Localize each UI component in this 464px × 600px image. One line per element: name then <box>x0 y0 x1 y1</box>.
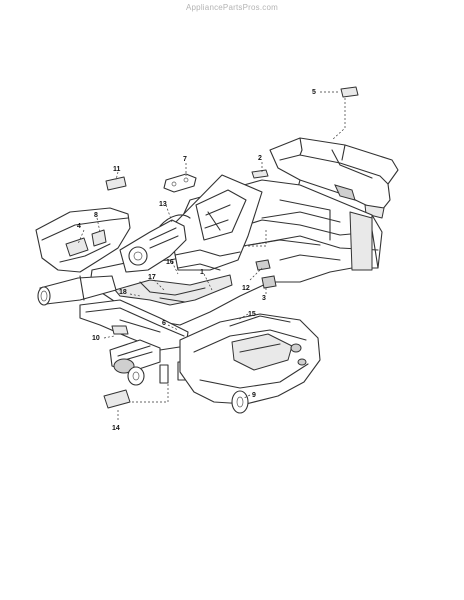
decal-2 <box>251 169 269 179</box>
callout-15: 15 <box>248 311 256 318</box>
decal-3 <box>261 275 277 289</box>
callout-5: 5 <box>312 89 316 96</box>
callout-8: 8 <box>94 212 98 219</box>
callout-6: 6 <box>162 320 166 327</box>
callout-14: 14 <box>112 425 120 432</box>
seat-deck <box>169 174 263 271</box>
front-frame <box>79 299 189 351</box>
leader-lines <box>77 91 346 422</box>
callout-labels: 5 2 7 11 13 8 4 16 1 17 18 12 3 15 6 10 … <box>77 89 316 432</box>
caster-assembly <box>109 337 206 386</box>
callout-7: 7 <box>183 156 187 163</box>
watermark: AppliancePartsPros.com <box>186 3 278 12</box>
callout-17: 17 <box>148 274 156 281</box>
callout-9: 9 <box>252 392 256 399</box>
mower-deck <box>179 313 321 414</box>
decal-14 <box>103 389 131 409</box>
callout-4: 4 <box>77 223 81 230</box>
callout-12: 12 <box>242 285 250 292</box>
callout-11: 11 <box>113 166 121 173</box>
decal-11 <box>105 176 127 191</box>
decal-12 <box>255 259 271 271</box>
front-axle <box>37 275 117 306</box>
callout-16: 16 <box>166 259 174 266</box>
callout-18: 18 <box>119 289 127 296</box>
bracket-7 <box>163 173 197 193</box>
callout-1: 1 <box>200 269 204 276</box>
engine-area <box>119 214 191 273</box>
callout-13: 13 <box>159 201 167 208</box>
left-fender <box>35 207 131 273</box>
decal-5 <box>340 86 359 98</box>
callout-10: 10 <box>92 335 100 342</box>
callout-2: 2 <box>258 155 262 162</box>
callout-3: 3 <box>262 295 266 302</box>
